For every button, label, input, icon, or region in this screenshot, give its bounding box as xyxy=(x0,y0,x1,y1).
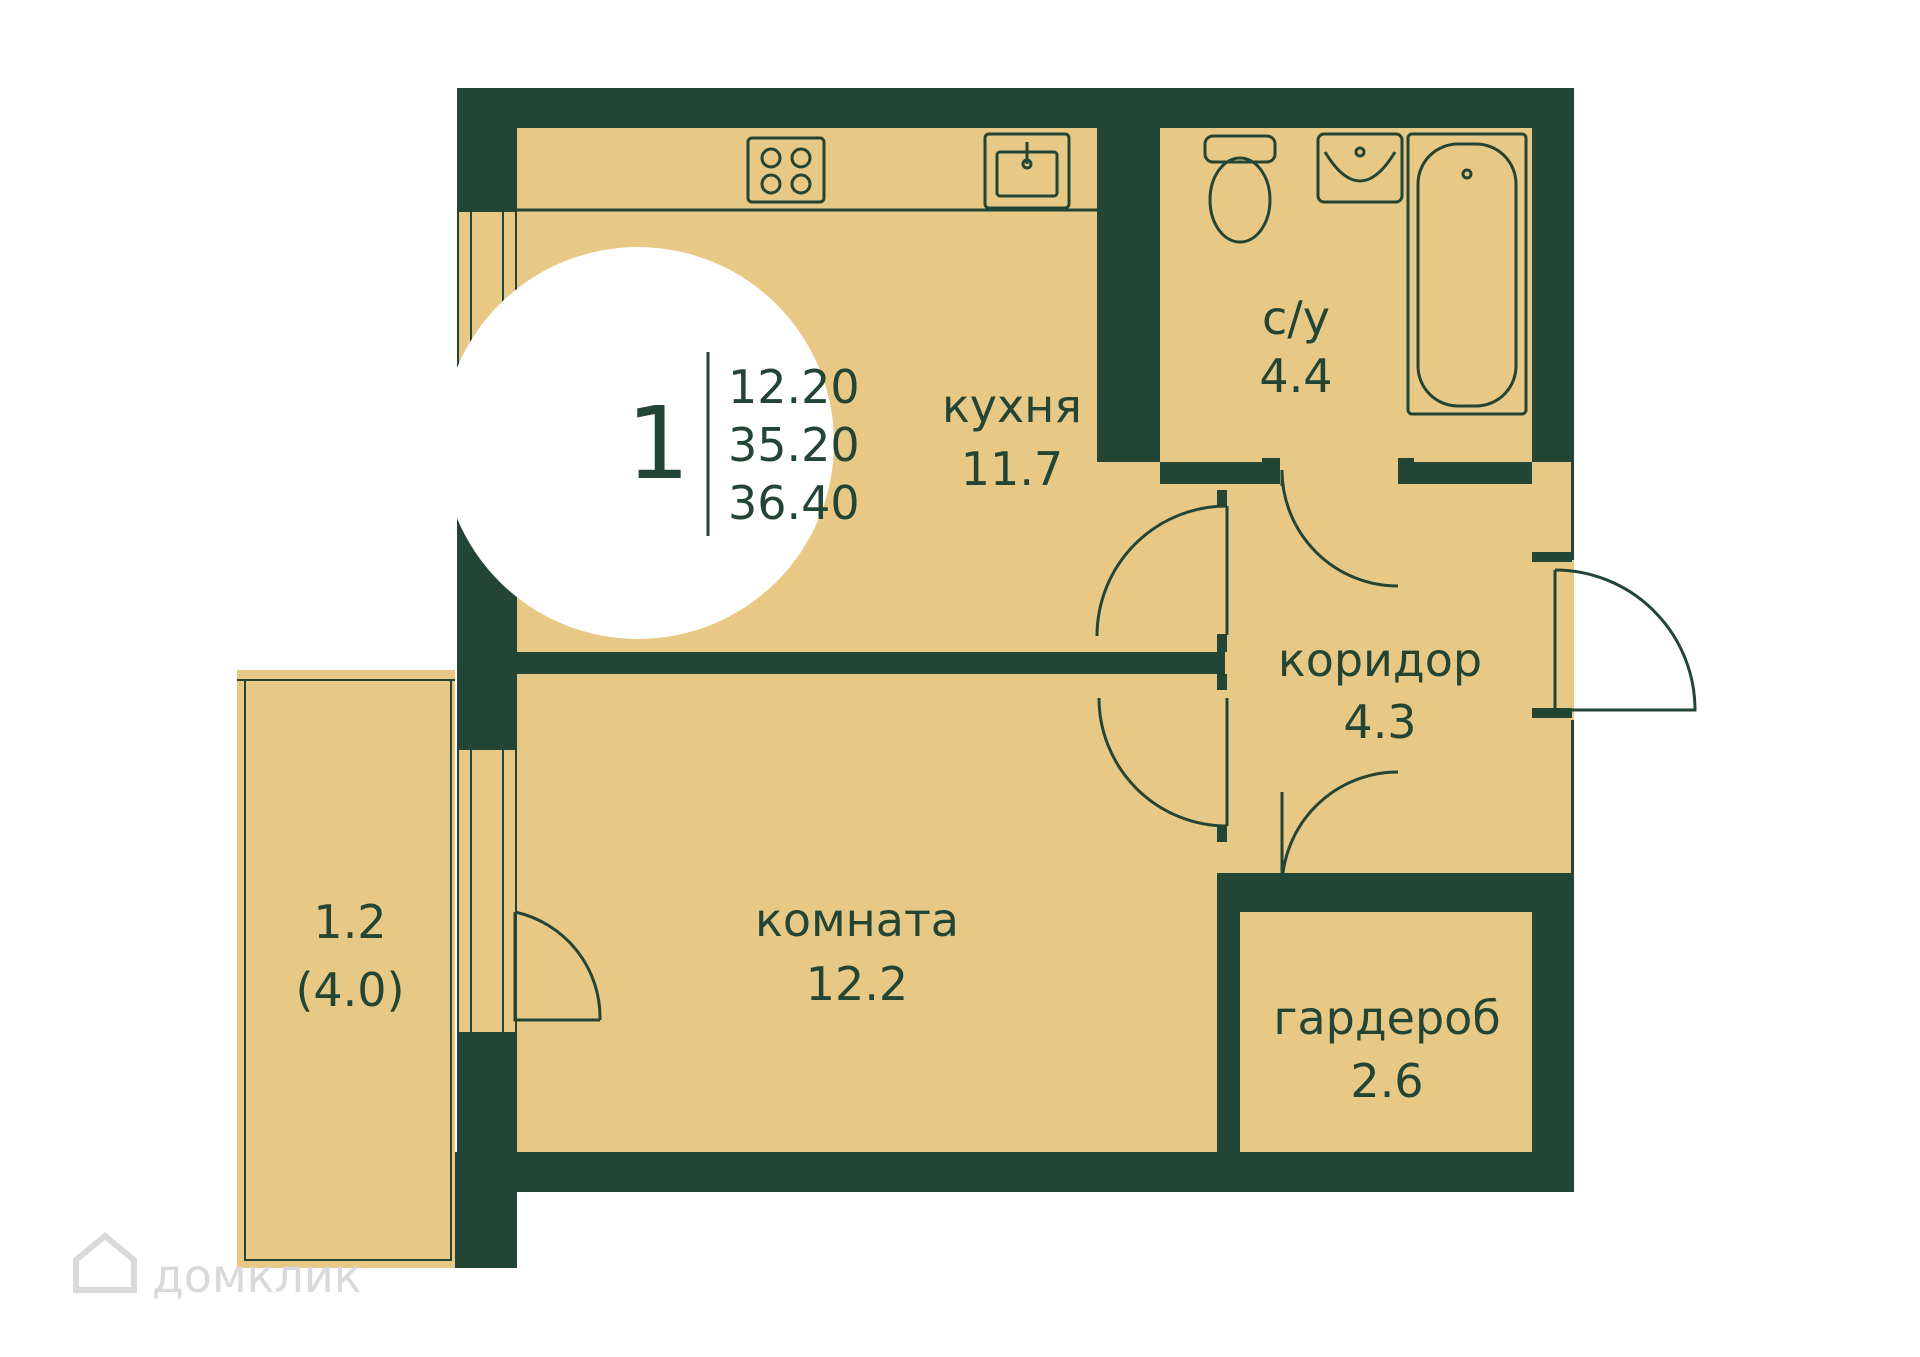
living-room-name: комната xyxy=(755,893,959,947)
wardrobe-floor xyxy=(1240,912,1532,1152)
wall-wardrobe-left xyxy=(1240,888,1284,910)
corridor-name: коридор xyxy=(1278,633,1482,687)
wall-kitchen-living xyxy=(517,652,1225,674)
corridor-area: 4.3 xyxy=(1343,695,1416,749)
watermark-text: домклик xyxy=(152,1249,362,1303)
stove-icon xyxy=(746,136,826,204)
wardrobe-area: 2.6 xyxy=(1350,1054,1423,1108)
watermark: домклик xyxy=(73,1232,362,1303)
wardrobe-name: гардероб xyxy=(1273,991,1500,1045)
house-icon xyxy=(73,1232,137,1293)
kitchen-name: кухня xyxy=(942,379,1082,433)
bathroom-name: с/у xyxy=(1262,291,1330,345)
corridor-floor-notch xyxy=(1097,486,1137,676)
living-door-icon xyxy=(1097,674,1229,842)
living-area-value: 12.20 xyxy=(728,360,860,414)
area-with-balcony-value: 36.40 xyxy=(728,476,860,530)
living-room-area: 12.2 xyxy=(806,957,908,1011)
entrance-door-icon xyxy=(1532,552,1697,720)
bathroom-area: 4.4 xyxy=(1259,349,1332,403)
wardrobe-door-icon xyxy=(1266,770,1414,892)
balcony-area: 1.2 xyxy=(313,895,386,949)
wall-bath-left xyxy=(1160,462,1280,484)
balcony-door-icon xyxy=(513,910,602,1022)
bathroom-sink-icon xyxy=(1316,132,1404,204)
balcony-area-full: (4.0) xyxy=(295,963,404,1017)
apartment-info-badge: 1 12.20 35.20 36.40 xyxy=(442,247,860,639)
bathroom-door-icon xyxy=(1262,458,1414,588)
total-area-value: 35.20 xyxy=(728,418,860,472)
rooms-count: 1 xyxy=(626,385,690,502)
living-room-floor xyxy=(517,672,1217,1152)
balcony-window xyxy=(459,750,515,1032)
kitchen-sink-icon xyxy=(983,132,1071,210)
wall-wardrobe-right xyxy=(1398,888,1532,910)
wall-bath-right xyxy=(1398,462,1532,484)
balcony-floor xyxy=(237,670,455,1268)
kitchen-area: 11.7 xyxy=(961,442,1063,496)
kitchen-door-icon xyxy=(1095,490,1229,652)
wall-living-wardrobe xyxy=(1217,873,1240,1152)
toilet-icon xyxy=(1203,134,1277,244)
wall-balcony-corner xyxy=(455,1152,517,1268)
badge-circle xyxy=(442,247,834,639)
bathtub-icon xyxy=(1406,132,1528,416)
